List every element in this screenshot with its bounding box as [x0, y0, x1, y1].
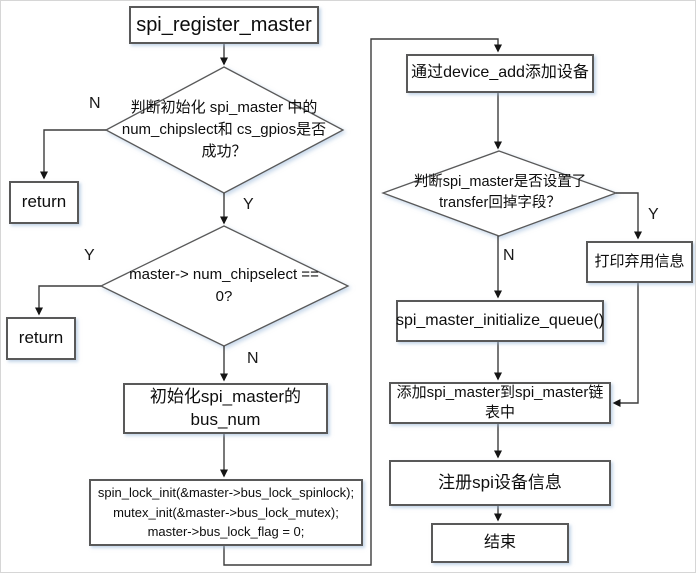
branch-label-num-no: N: [247, 350, 259, 367]
flow-node-start: spi_register_master: [129, 6, 319, 44]
flow-node-print-deprecated: 打印弃用信息: [586, 241, 693, 283]
flow-node-lock-init-code: spin_lock_init(&master->bus_lock_spinloc…: [89, 479, 363, 546]
flow-node-device-add: 通过device_add添加设备: [406, 54, 594, 93]
flow-node-end: 结束: [431, 523, 569, 563]
edge-decision-transfer-yes-to-print: [616, 192, 642, 240]
flow-node-initialize-queue: spi_master_initialize_queue(): [396, 300, 604, 342]
flow-node-register-spi-device: 注册spi设备信息: [389, 460, 611, 506]
flow-node-init-bus-num: 初始化spi_master的bus_num: [123, 383, 328, 434]
branch-label-transfer-no: N: [503, 247, 515, 264]
flow-node-return-mid: return: [6, 317, 76, 360]
edge-decision-init-no-to-return: [40, 129, 106, 180]
edge-print-to-add-list: [612, 283, 639, 407]
flow-decision-transfer-label: 判断spi_master是否设置了 transfer回掉字段？: [413, 173, 587, 211]
edge-decision-num-yes-to-return: [35, 285, 101, 316]
edge-code-to-device-add: [223, 38, 502, 566]
flow-decision-init-label: 判断初始化 spi_master 中的num_chipslect和 cs_gpi…: [121, 99, 327, 160]
decision-transfer-diamond: [381, 150, 618, 237]
branch-label-transfer-yes: Y: [648, 206, 659, 223]
flow-node-add-to-master-list: 添加spi_master到spi_master链表中: [389, 382, 611, 424]
branch-label-init-no: N: [89, 95, 101, 112]
flow-decision-num-chipselect-label: master-> num_chipselect == 0?: [129, 266, 319, 305]
branch-label-num-yes: Y: [84, 247, 95, 264]
flow-node-return-top: return: [9, 181, 79, 224]
branch-label-init-yes: Y: [243, 196, 254, 213]
